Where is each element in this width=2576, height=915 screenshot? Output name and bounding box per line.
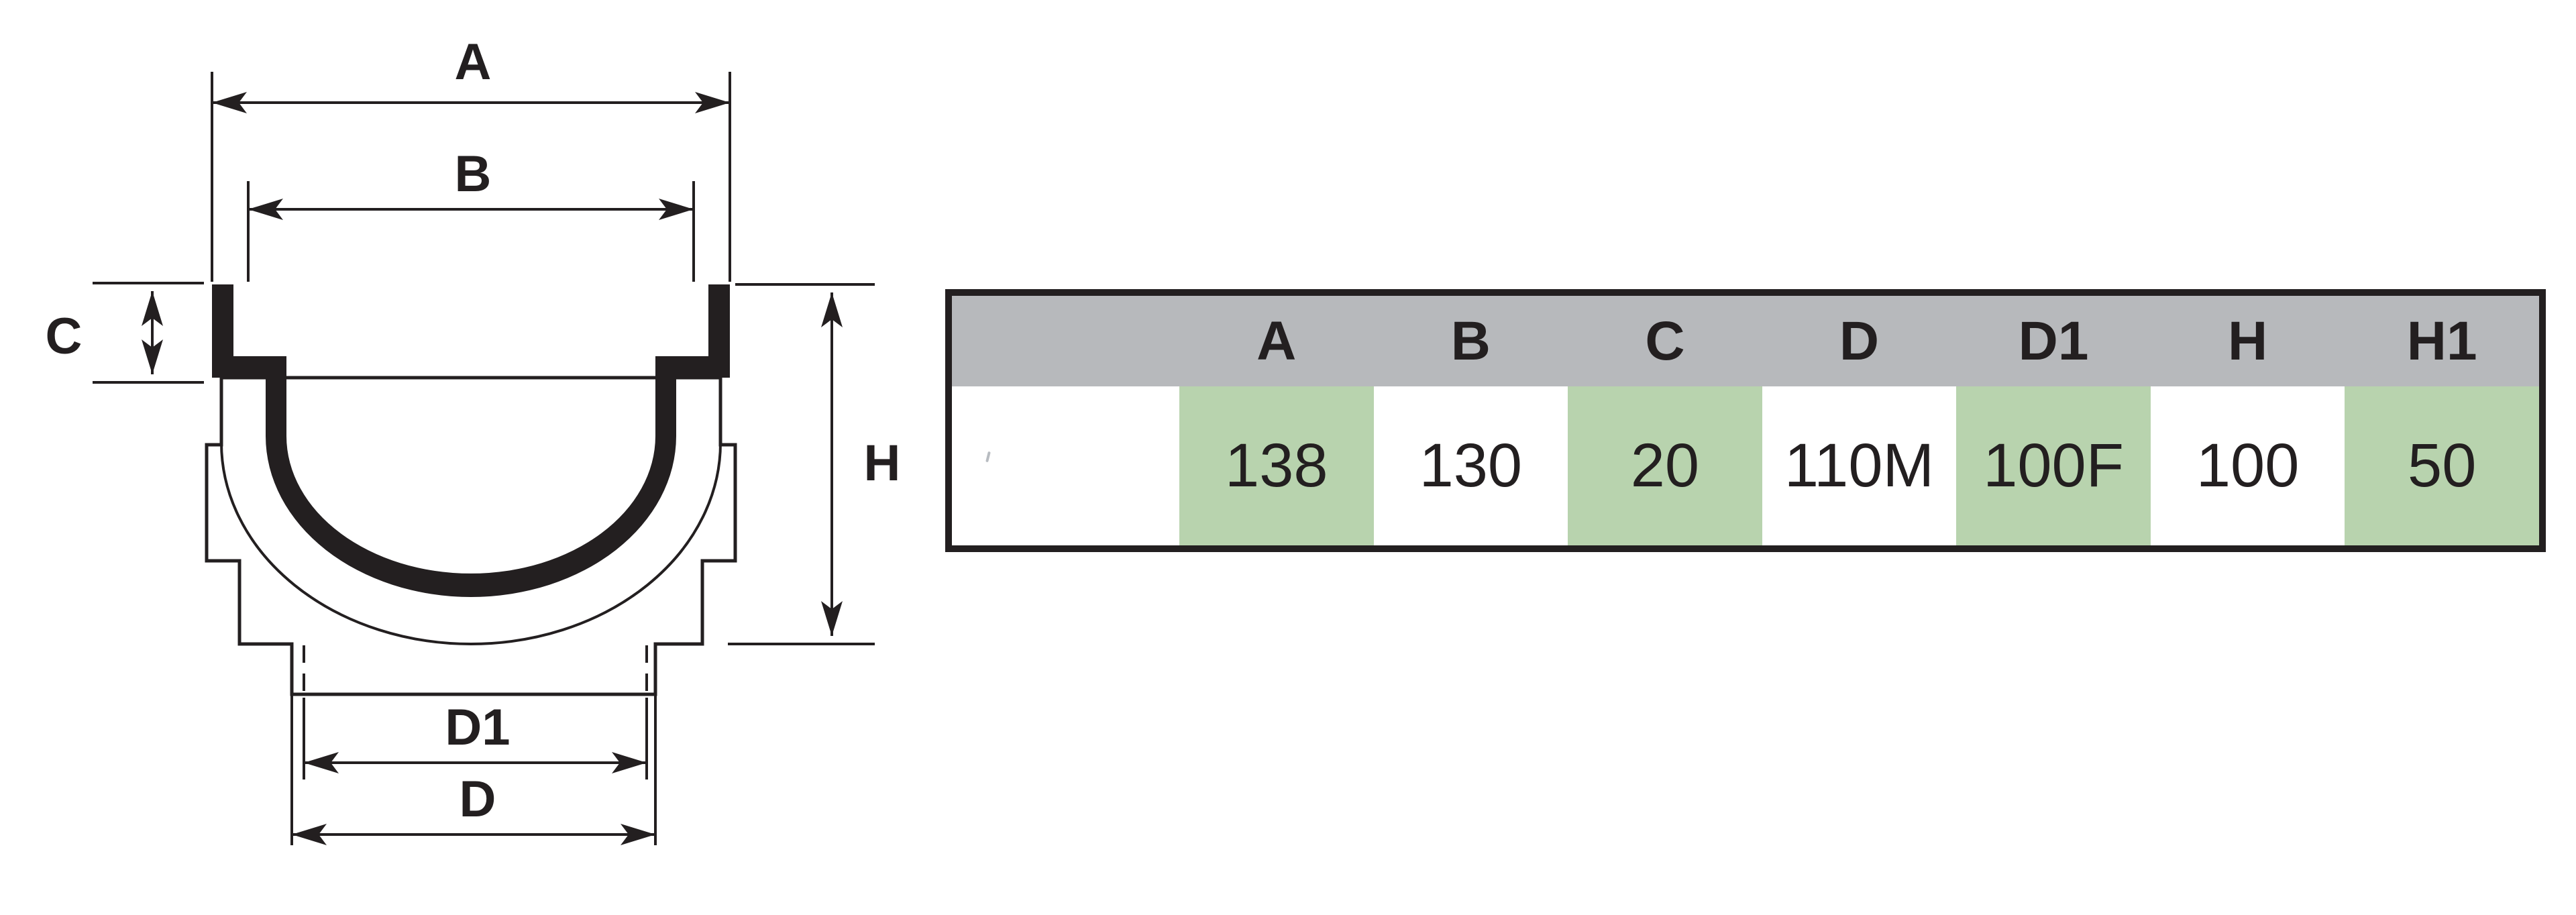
channel-bowl-arc bbox=[220, 442, 722, 645]
dimensions-table: A B C D D1 H H1 138 130 20 110M 100F 100… bbox=[945, 289, 2546, 552]
dimension-D: D bbox=[290, 649, 657, 845]
dim-H-label: H bbox=[864, 435, 901, 492]
dimension-C: C bbox=[46, 282, 204, 384]
table-header-H: H bbox=[2150, 296, 2345, 386]
dim-C-label: C bbox=[46, 308, 83, 365]
dimension-D1: D1 bbox=[303, 698, 648, 779]
table-header-C: C bbox=[1568, 296, 1762, 386]
table-cell-B: 130 bbox=[1373, 386, 1568, 545]
dim-A-label: A bbox=[455, 34, 492, 91]
table-cell-D: 110M bbox=[1762, 386, 1957, 545]
table-cell-H: 100 bbox=[2150, 386, 2345, 545]
channel-cross-section-diagram: A B C H D1 bbox=[46, 34, 901, 845]
table-header-H1: H1 bbox=[2345, 296, 2539, 386]
table-header-D: D bbox=[1762, 296, 1957, 386]
dim-D-label: D bbox=[460, 771, 496, 828]
table-header-D1: D1 bbox=[1956, 296, 2151, 386]
table-cell-rowlabel bbox=[952, 386, 1179, 545]
table-cell-D1: 100F bbox=[1956, 386, 2151, 545]
table-header-A: A bbox=[1179, 296, 1374, 386]
table-cell-H1: 50 bbox=[2345, 386, 2539, 545]
dim-B-label: B bbox=[455, 146, 492, 203]
dim-D1-label: D1 bbox=[445, 699, 510, 756]
dimension-A: A bbox=[211, 34, 731, 282]
table-cell-C: 20 bbox=[1568, 386, 1762, 545]
dimension-B: B bbox=[247, 146, 695, 282]
table-header-B: B bbox=[1373, 296, 1568, 386]
dimension-H: H bbox=[728, 283, 901, 645]
table-cell-A: 138 bbox=[1179, 386, 1374, 545]
table-header-blank bbox=[952, 296, 1179, 386]
